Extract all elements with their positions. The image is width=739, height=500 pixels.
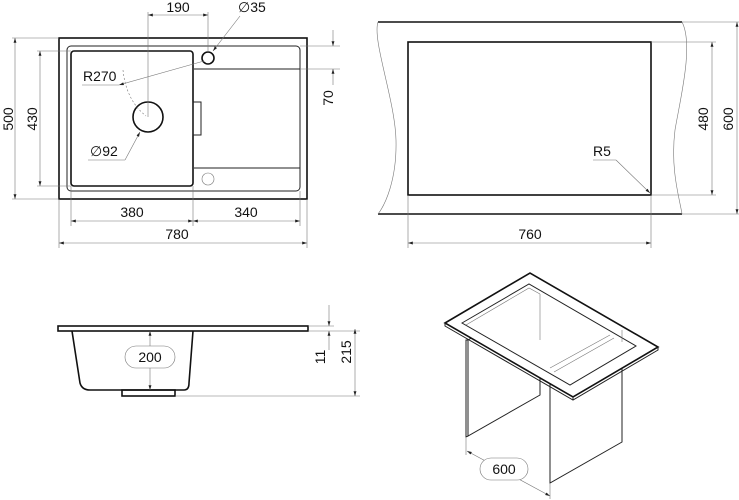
dim-600-width: 600 (492, 461, 516, 477)
cutout-outline (407, 41, 652, 196)
dim-480: 480 (695, 107, 711, 131)
dim-190: 190 (166, 0, 190, 15)
optional-hole (201, 172, 215, 186)
dim-r5: R5 (593, 143, 611, 159)
cabinet-isometric-view: 600 (443, 272, 660, 499)
sink-outline (58, 37, 308, 200)
break-line-left (376, 21, 397, 215)
dim-radius-270: R270 (83, 68, 117, 84)
cutout-opening (461, 283, 637, 386)
overflow-slot (192, 101, 202, 136)
side-view: 200 11 215 (57, 305, 360, 397)
dim-70: 70 (320, 90, 336, 106)
break-line-right (673, 21, 688, 215)
dim-11: 11 (312, 350, 328, 365)
dim-600-depth: 600 (720, 107, 736, 131)
dim-drain: ∅92 (90, 143, 118, 159)
countertop-frame (443, 272, 660, 398)
drain-outlet (121, 389, 176, 397)
dim-tap-hole: ∅35 (238, 0, 266, 15)
cutout-view: 480 600 R5 760 (376, 21, 739, 248)
dim-780: 780 (165, 226, 189, 242)
dim-430: 430 (24, 107, 40, 131)
sink-inner-frame (66, 45, 301, 192)
dim-200: 200 (138, 349, 162, 365)
dim-340: 340 (234, 204, 258, 220)
tap-hole (201, 51, 215, 65)
sink-rim (57, 325, 309, 332)
dim-760: 760 (518, 226, 542, 242)
dim-500: 500 (0, 107, 16, 131)
sink-top-view: 500 430 190 ∅35 R270 ∅92 70 (0, 0, 340, 248)
dim-380: 380 (120, 204, 144, 220)
dim-215: 215 (338, 340, 354, 364)
